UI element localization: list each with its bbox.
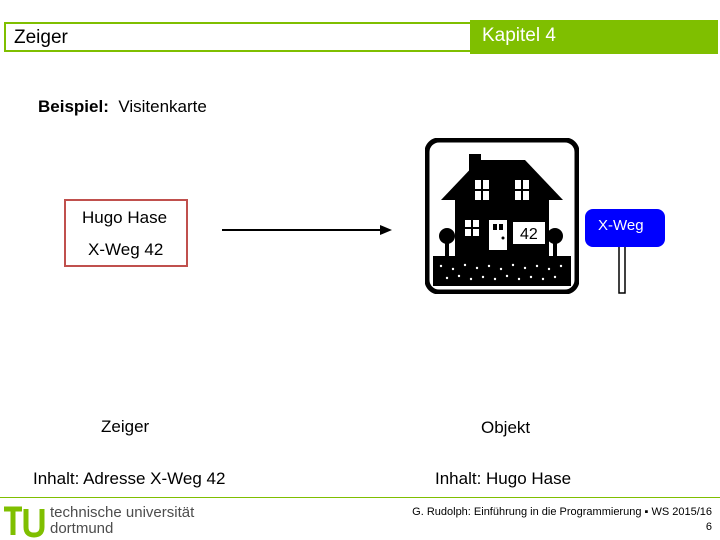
header-title-bar: Zeiger — [4, 22, 470, 52]
chapter-label: Kapitel 4 — [482, 25, 556, 46]
pointer-content: Inhalt: Adresse X-Weg 42 — [33, 469, 226, 488]
card-name: Hugo Hase — [82, 208, 168, 227]
pointer-arrow-icon — [222, 225, 392, 235]
card-address: X-Weg 42 — [88, 240, 164, 259]
header-chapter-bar: Kapitel 4 — [470, 20, 718, 54]
footer-credit: G. Rudolph: Einführung in die Programmie… — [412, 506, 712, 518]
slide-title: Zeiger — [14, 27, 68, 48]
example-label: Beispiel: — [38, 97, 109, 116]
street-sign-icon — [585, 209, 665, 294]
house-number: 42 — [520, 226, 538, 243]
object-label: Objekt — [481, 418, 531, 437]
example-heading: Beispiel: Visitenkarte — [38, 97, 207, 117]
tu-logo-icon — [4, 506, 45, 538]
business-card: Hugo Hase X-Weg 42 — [64, 199, 188, 267]
house-icon — [425, 138, 579, 294]
university-line2: dortmund — [50, 520, 114, 537]
footer-divider — [0, 497, 720, 498]
object-content: Inhalt: Hugo Hase — [435, 469, 572, 488]
street-sign-label: X-Weg — [598, 217, 644, 234]
pointer-label: Zeiger — [101, 417, 150, 436]
university-name: technische universität dortmund — [50, 505, 194, 537]
university-line1: technische universität — [50, 504, 195, 521]
page-number: 6 — [705, 521, 712, 533]
example-text: Visitenkarte — [118, 97, 207, 116]
